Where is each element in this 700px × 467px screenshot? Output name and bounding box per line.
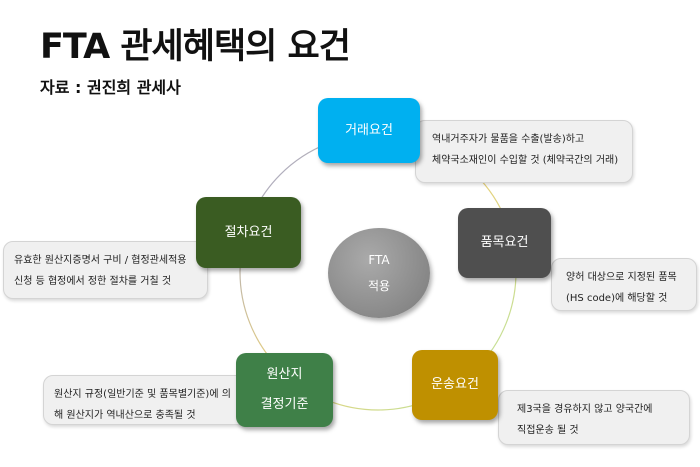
desc-line: 원산지 규정(일반기준 및 품목별기준)에 의 <box>54 389 231 400</box>
desc-line: 해 원산지가 역내산으로 충족될 것 <box>54 410 196 421</box>
node-origin-criteria: 원산지 결정기준 <box>236 353 333 427</box>
desc-trade: 역내거주자가 물품을 수출(발송)하고 체약국소재인이 수입할 것 (체약국간의… <box>415 120 633 183</box>
node-label: 결정기준 <box>260 397 309 412</box>
node-label: 운송요건 <box>431 377 479 392</box>
desc-procedure: 유효한 원산지증명서 구비 / 협정관세적용 신청 등 협정에서 정한 절차를 … <box>3 241 208 299</box>
center-line2: 적용 <box>367 279 391 293</box>
node-transport-requirement: 운송요건 <box>412 350 498 420</box>
node-trade-requirement: 거래요건 <box>318 98 420 163</box>
node-label: 거래요건 <box>345 122 393 138</box>
node-item-requirement: 품목요건 <box>458 208 551 278</box>
desc-line: 체약국소재인이 수입할 것 (체약국간의 거래) <box>432 155 619 166</box>
node-procedure-requirement: 절차요건 <box>196 197 301 268</box>
desc-origin: 원산지 규정(일반기준 및 품목별기준)에 의 해 원산지가 역내산으로 충족될… <box>43 375 250 425</box>
desc-line: 신청 등 협정에서 정한 절차를 거칠 것 <box>14 276 172 287</box>
center-line1: FTA <box>368 253 390 267</box>
desc-line: (HS code)에 해당할 것 <box>566 293 668 304</box>
node-label: 원산지 <box>266 367 303 382</box>
fta-center-circle: FTA 적용 <box>328 228 430 318</box>
desc-line: 유효한 원산지증명서 구비 / 협정관세적용 <box>14 255 187 266</box>
desc-line: 양허 대상으로 지정된 품목 <box>566 272 677 283</box>
node-label: 절차요건 <box>224 224 273 240</box>
desc-line: 역내거주자가 물품을 수출(발송)하고 <box>432 134 585 145</box>
desc-line: 제3국을 경유하지 않고 양국간에 <box>517 404 653 415</box>
page-title: FTA 관세혜택의 요건 <box>40 27 351 67</box>
desc-line: 직접운송 될 것 <box>517 425 579 436</box>
node-label: 품목요건 <box>480 235 529 250</box>
source-caption: 자료 : 권진희 관세사 <box>40 78 181 97</box>
desc-item: 양허 대상으로 지정된 품목 (HS code)에 해당할 것 <box>551 258 697 311</box>
desc-transport: 제3국을 경유하지 않고 양국간에 직접운송 될 것 <box>498 390 690 445</box>
